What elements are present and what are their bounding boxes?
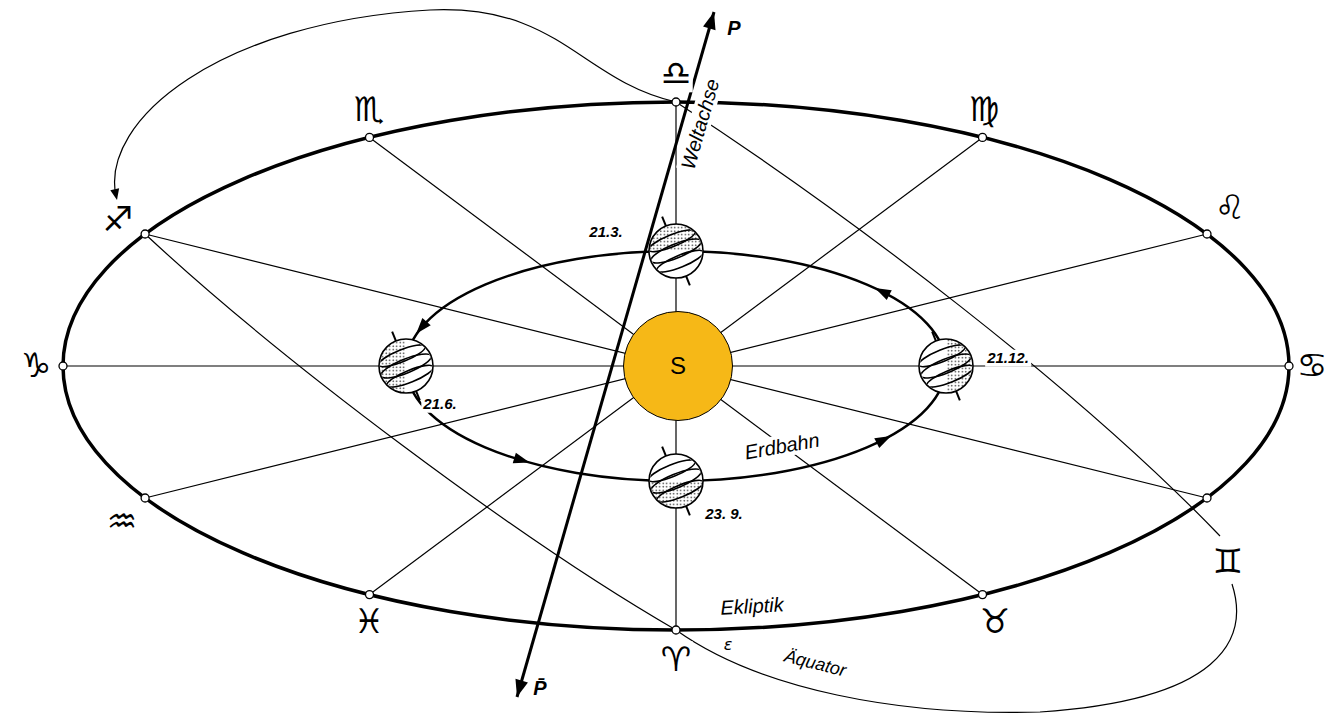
angle-label: ε	[722, 636, 735, 654]
orbit-label: Erdbahn	[741, 428, 823, 463]
equator-label: Äquator	[780, 646, 850, 681]
world-axis	[517, 12, 714, 697]
date-label: 21.6.	[421, 396, 458, 413]
zodiac-sign: ♍	[967, 91, 1001, 128]
zodiac-sign: ♒	[105, 503, 139, 540]
zodiac-sign: ♉	[978, 603, 1012, 640]
date-label: 23. 9.	[703, 506, 745, 523]
zodiac-sign: ♎	[659, 55, 693, 92]
orbit-arrows	[412, 283, 894, 468]
pole-label: P	[725, 17, 742, 39]
zodiac-sign: ♈	[659, 641, 693, 678]
zodiac-points	[59, 98, 1293, 634]
zodiac-sign: ♓	[352, 603, 386, 640]
equator-curve	[115, 10, 1237, 713]
node-label: S	[670, 353, 686, 379]
pole-label: P̄	[531, 677, 548, 699]
ecliptic-label: Ekliptik	[718, 593, 786, 618]
date-label: 21.3.	[587, 224, 624, 241]
sun-disc: S	[623, 311, 733, 421]
earth-globe	[637, 207, 715, 296]
ecliptic-ellipse	[63, 102, 1289, 630]
zodiac-sign: ♑	[19, 347, 53, 384]
zodiac-sign: ♐	[101, 201, 135, 238]
equator-arrowhead	[110, 188, 121, 201]
zodiac-sign: ♊	[1211, 543, 1245, 580]
earth-globe	[907, 322, 985, 411]
zodiac-sign: ♋	[1295, 347, 1329, 384]
axis-arrowhead	[703, 10, 720, 30]
zodiac-sign: ♌	[1213, 189, 1247, 226]
axis-arrowhead	[511, 679, 528, 699]
date-label: 21.12.	[985, 350, 1031, 367]
radial-lines	[63, 102, 1289, 630]
zodiac-sign: ♏	[352, 91, 386, 128]
earth-orbit	[406, 251, 946, 481]
